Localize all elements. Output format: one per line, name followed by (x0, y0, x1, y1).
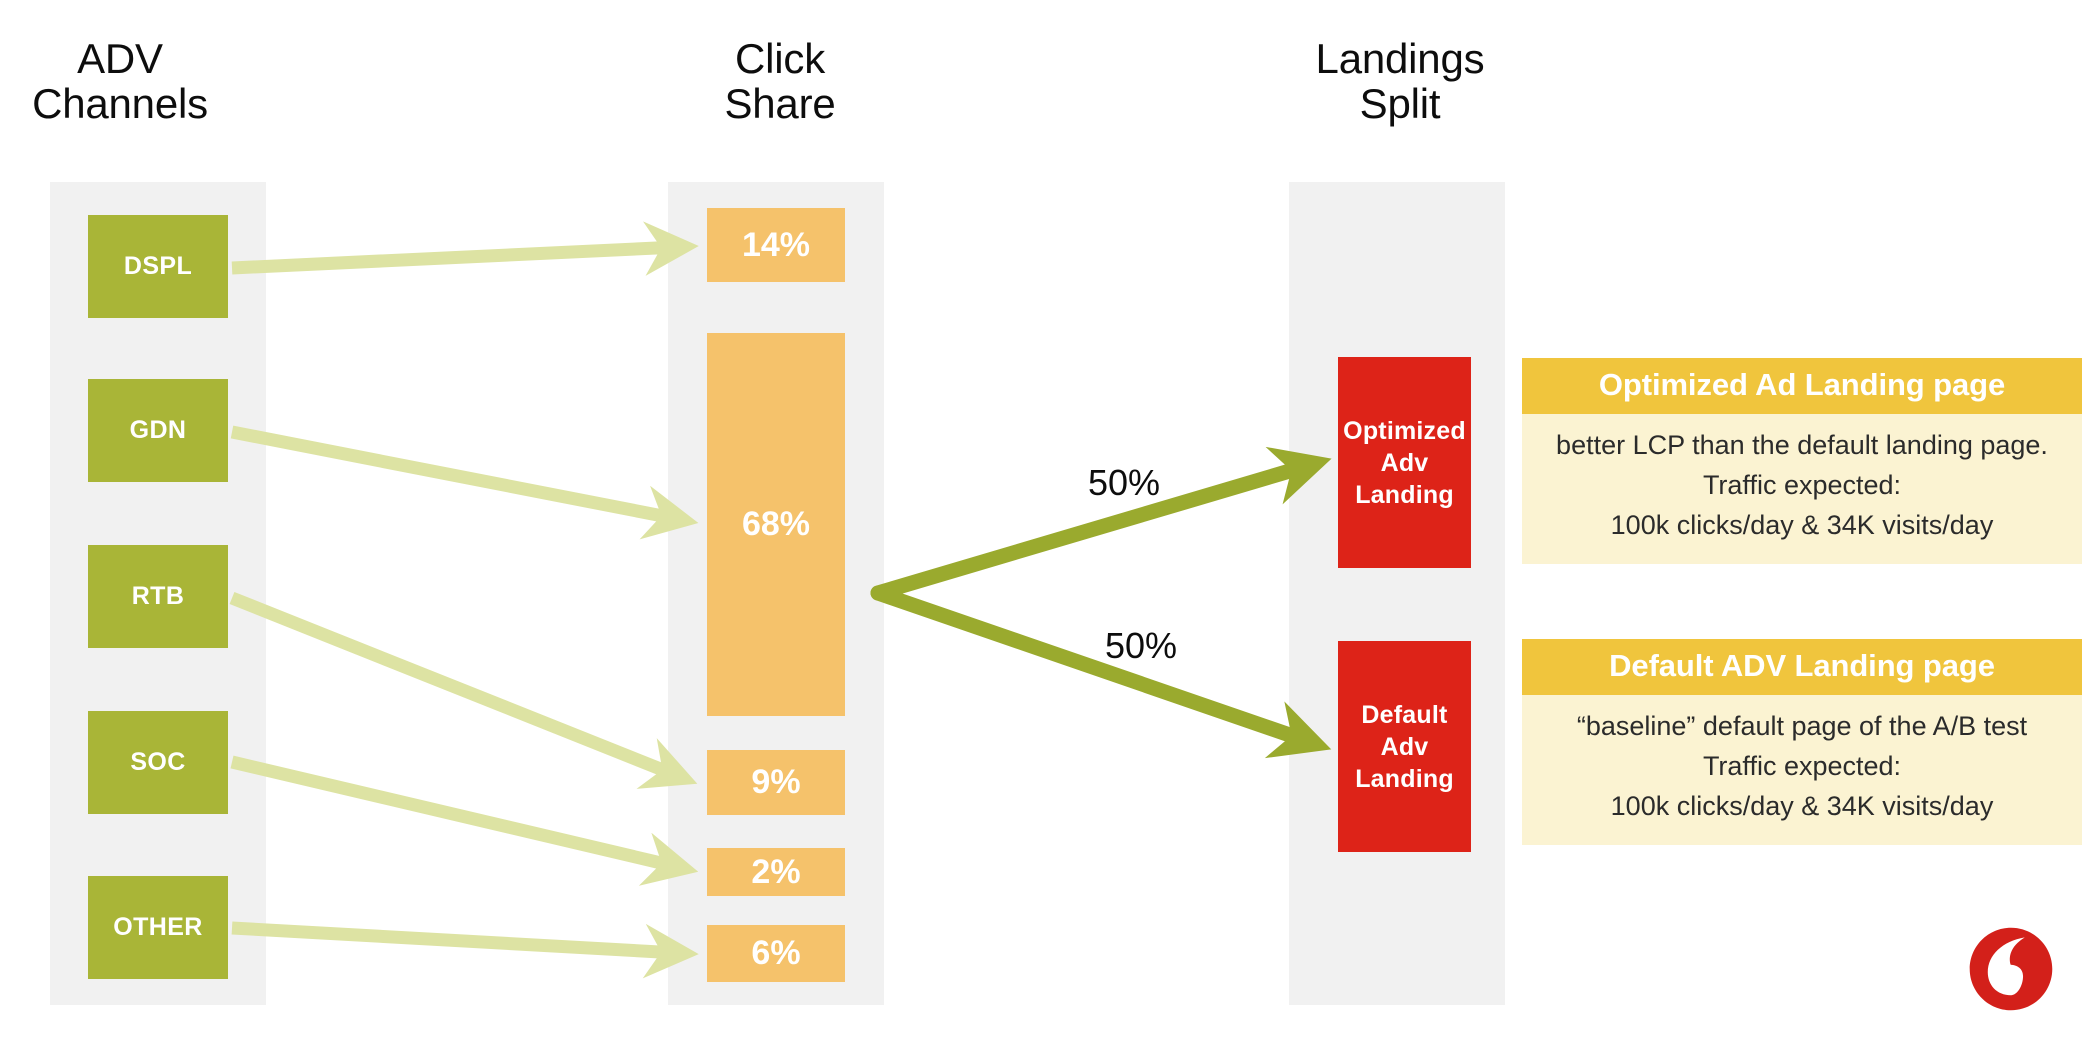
arrow-rtb-to-9 (229, 591, 698, 789)
click-share-bar-2[interactable]: 2% (707, 848, 845, 896)
info-card-default-title: Default ADV Landing page (1522, 639, 2082, 695)
adv-channel-gdn[interactable]: GDN (88, 379, 228, 482)
click-share-bar-68[interactable]: 68% (707, 333, 845, 716)
adv-channel-other[interactable]: OTHER (88, 876, 228, 979)
click-share-bar-9[interactable]: 9% (707, 750, 845, 815)
landing-optimized-line2: Adv (1380, 448, 1429, 477)
info-card-default-line-3: 100k clicks/day & 34K visits/day (1610, 790, 1994, 821)
arrow-other-to-6 (231, 921, 699, 979)
info-card-default-adv-landing-page: Default ADV Landing page “baseline” defa… (1522, 639, 2082, 845)
adv-channel-dspl[interactable]: DSPL (88, 215, 228, 318)
track-landings-split (1289, 182, 1505, 1005)
vodafone-logo (1969, 927, 2053, 1011)
info-card-default-line-1: “baseline” default page of the A/B test (1576, 711, 2028, 741)
adv-channel-soc[interactable]: SOC (88, 711, 228, 814)
landing-default-line2: Adv (1380, 732, 1429, 761)
landing-optimized-line1: Optimized (1343, 416, 1466, 445)
arrow-gdn-to-68 (230, 425, 699, 540)
arrow-dspl-to-14 (231, 221, 699, 276)
column-heading-landings-split: Landings Split (1315, 35, 1485, 128)
info-card-optimized-title: Optimized Ad Landing page (1522, 358, 2082, 414)
adv-channel-rtb[interactable]: RTB (88, 545, 228, 648)
info-card-default-body: “baseline” default page of the A/B test … (1522, 695, 2082, 845)
column-heading-click-share: Click Share (724, 35, 836, 128)
landing-default-line1: Default (1361, 700, 1448, 729)
landing-optimized-line3: Landing (1355, 480, 1454, 509)
info-card-optimized-body: better LCP than the default landing page… (1522, 414, 2082, 564)
arrow-fork-to-default (870, 585, 1332, 759)
info-card-default-line-2: Traffic expected: (1702, 750, 1902, 781)
landing-default-line3: Landing (1355, 764, 1454, 793)
info-card-optimized-line-2: Traffic expected: (1702, 469, 1902, 500)
click-share-bar-6[interactable]: 6% (707, 925, 845, 982)
info-card-optimized-ad-landing-page: Optimized Ad Landing page better LCP tha… (1522, 358, 2082, 564)
arrow-soc-to-2 (230, 755, 699, 886)
landing-default-adv-landing[interactable]: Default Adv Landing (1338, 641, 1471, 852)
split-label-optimized: 50% (1088, 462, 1161, 503)
info-card-optimized-line-3: 100k clicks/day & 34K visits/day (1610, 509, 1994, 540)
info-card-optimized-line-1: better LCP than the default landing page… (1556, 430, 2048, 460)
split-label-default: 50% (1105, 625, 1178, 666)
column-heading-adv-channels: ADV Channels (32, 35, 208, 128)
landing-optimized-adv-landing[interactable]: Optimized Adv Landing (1338, 357, 1471, 568)
click-share-bar-14[interactable]: 14% (707, 208, 845, 282)
